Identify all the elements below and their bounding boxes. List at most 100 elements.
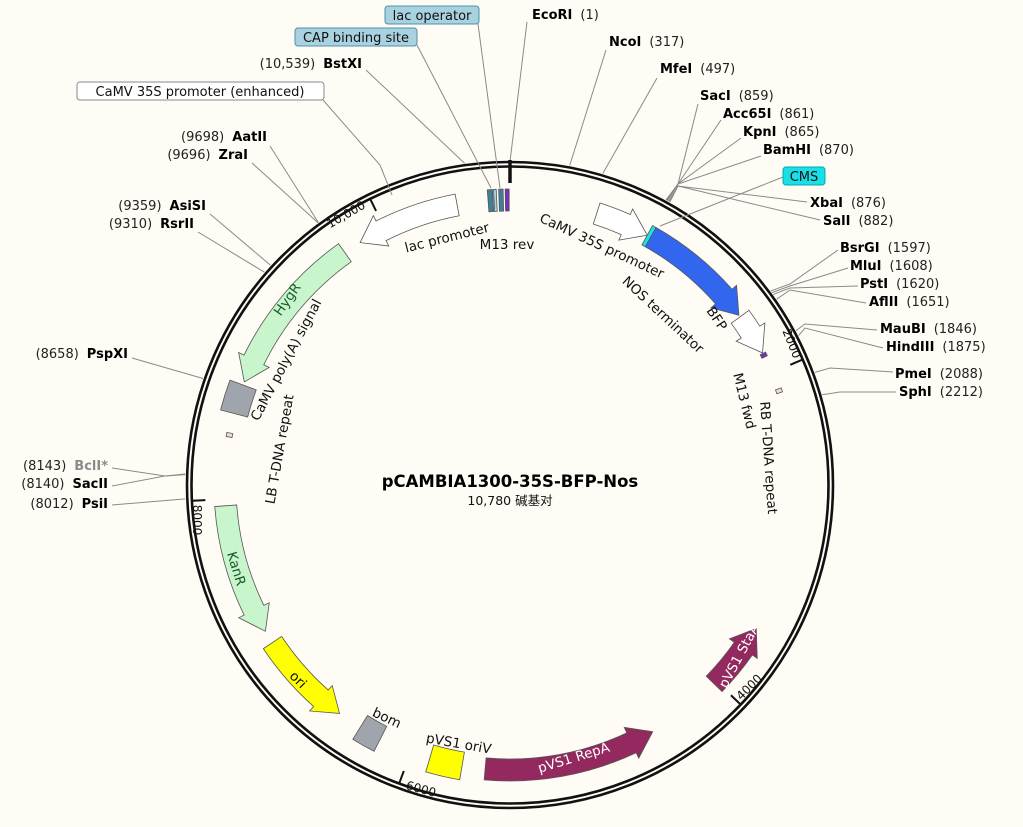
enzyme-name: BamHI xyxy=(763,143,811,158)
leader-line-camv-35s-promoter-enhanced xyxy=(322,99,393,196)
feature-pvs1-oriv[interactable] xyxy=(425,744,465,781)
enzyme-position: (8143) xyxy=(23,459,66,474)
enzyme-name: PsiI xyxy=(82,497,108,512)
enzyme-name: BsrGI xyxy=(840,241,880,256)
enzyme-name: PstI xyxy=(860,277,888,292)
label-box-text: lac operator xyxy=(393,9,472,24)
tick-10000 xyxy=(369,198,377,212)
enzyme-ecori[interactable]: EcoRI (1) xyxy=(532,8,599,23)
feature-lac-promoter[interactable] xyxy=(486,189,495,213)
enzyme-bcli[interactable]: (8143)BclI* xyxy=(23,459,108,474)
enzyme-name: MfeI xyxy=(660,62,692,77)
enzyme-bstxi[interactable]: (10,539)BstXI xyxy=(260,57,362,72)
plasmid-length: 10,780 碱基对 xyxy=(467,493,552,508)
feature-pvs1-staa[interactable] xyxy=(705,627,758,693)
feature-kanr[interactable] xyxy=(214,504,270,632)
leader-line-mlui xyxy=(771,267,849,294)
enzyme-psti[interactable]: PstI(1620) xyxy=(860,277,939,292)
feature-camv-poly-a-signal[interactable] xyxy=(220,379,257,418)
enzyme-name: XbaI xyxy=(810,196,843,211)
enzyme-name: ZraI xyxy=(219,148,248,163)
enzyme-bamhi[interactable]: BamHI(870) xyxy=(763,143,854,158)
enzyme-name: PmeI xyxy=(895,367,932,382)
enzyme-sphi[interactable]: SphI(2212) xyxy=(899,385,983,400)
feature-camv-35s-promoter[interactable] xyxy=(592,202,648,241)
enzyme-name: AflII xyxy=(869,295,898,310)
enzyme-position: (1846) xyxy=(934,322,977,337)
label-box-cap-binding-site[interactable]: CAP binding site xyxy=(294,27,418,47)
feature-m13-rev[interactable] xyxy=(504,188,510,212)
enzyme-position: (9310) xyxy=(109,217,152,232)
enzyme-psii[interactable]: (8012) PsiI xyxy=(30,497,108,512)
feature-lac-operator[interactable] xyxy=(498,188,505,212)
leader-line-rsrii xyxy=(197,231,265,273)
leader-line-lac-operator xyxy=(477,23,501,189)
enzyme-sacii[interactable]: (8140)SacII xyxy=(21,477,108,492)
label-box-camv-35s-enhanced[interactable]: CaMV 35S promoter (enhanced) xyxy=(76,81,325,101)
label-box-text: CaMV 35S promoter (enhanced) xyxy=(96,85,305,100)
enzyme-aatii[interactable]: (9698)AatII xyxy=(181,130,267,145)
backbone-ring xyxy=(185,160,835,810)
enzyme-position: (1597) xyxy=(888,241,931,256)
enzyme-aflii[interactable]: AflII(1651) xyxy=(869,295,950,310)
enzyme-asisi[interactable]: (9359)AsiSI xyxy=(118,199,206,214)
enzyme-position: (882) xyxy=(858,214,893,229)
feature-hygr[interactable] xyxy=(238,243,352,383)
enzyme-bsrgi[interactable]: BsrGI (1597) xyxy=(840,241,931,256)
enzyme-position: (9696) xyxy=(167,148,210,163)
enzyme-hindiii[interactable]: HindIII(1875) xyxy=(886,340,986,355)
enzyme-mfei[interactable]: MfeI(497) xyxy=(660,62,735,77)
label-box-text: CAP binding site xyxy=(303,31,409,46)
feature-bfp[interactable] xyxy=(644,227,740,316)
tick-label-2000: 2000 xyxy=(779,327,803,361)
enzyme-name: Acc65I xyxy=(723,107,771,122)
enzyme-name: EcoRI xyxy=(532,8,572,23)
leader-line-asisi xyxy=(209,213,271,266)
enzyme-name: AsiSI xyxy=(170,199,206,214)
feature-pvs1-repa[interactable] xyxy=(483,726,654,782)
feature-m13-fwd[interactable] xyxy=(759,351,768,359)
label-box-lac-operator[interactable]: lac operator xyxy=(384,5,480,25)
enzyme-saci[interactable]: SacI(859) xyxy=(700,89,774,104)
enzyme-kpni[interactable]: KpnI(865) xyxy=(743,125,819,140)
feature-rb-t-dna-repeat[interactable] xyxy=(774,387,784,395)
enzyme-rsrii[interactable]: (9310)RsrII xyxy=(109,217,194,232)
leader-line-hindiii xyxy=(798,327,884,349)
leader-line-saci xyxy=(665,103,699,201)
feature-label-m13-fwd[interactable]: M13 fwd xyxy=(729,371,758,430)
leader-line-aatii xyxy=(269,145,319,223)
enzyme-pspxi[interactable]: (8658)PspXI xyxy=(36,347,128,362)
enzyme-ncoi[interactable]: NcoI(317) xyxy=(609,35,684,50)
tick-8000 xyxy=(192,499,206,502)
feature-lb-t-dna-repeat[interactable] xyxy=(225,431,234,439)
leader-line-bcli xyxy=(111,467,186,477)
enzyme-position: (861) xyxy=(779,107,814,122)
leader-line-bsrgi xyxy=(770,249,839,292)
label-box-cms[interactable]: CMS xyxy=(782,166,826,186)
enzyme-position: (8012) xyxy=(30,497,73,512)
feature-label-rb-t-dna-repeat[interactable]: RB T-DNA repeat xyxy=(756,401,780,515)
leader-line-sali xyxy=(669,185,821,221)
feature-ori[interactable] xyxy=(262,635,341,714)
feature-nos-terminator[interactable] xyxy=(730,309,766,354)
label-box-text: CMS xyxy=(790,170,819,185)
enzyme-pmei[interactable]: PmeI(2088) xyxy=(895,367,983,382)
enzyme-position: (1) xyxy=(580,8,598,23)
tick-6000 xyxy=(398,770,405,784)
feature-bom[interactable] xyxy=(352,714,388,752)
feature-camv-35s-promoter-enhanced[interactable] xyxy=(359,193,460,247)
feature-label-nos-terminator[interactable]: NOS terminator xyxy=(619,273,707,357)
enzyme-acc65i[interactable]: Acc65I (861) xyxy=(723,107,814,122)
enzyme-maubi[interactable]: MauBI(1846) xyxy=(880,322,977,337)
feature-label-m13-rev[interactable]: M13 rev xyxy=(480,237,535,253)
enzyme-zrai[interactable]: (9696) ZraI xyxy=(167,148,248,163)
enzyme-sali[interactable]: SalI(882) xyxy=(823,214,893,229)
feature-cap-binding-site[interactable] xyxy=(493,188,498,212)
enzyme-xbai[interactable]: XbaI(876) xyxy=(810,196,886,211)
leader-line-cap-binding-site xyxy=(416,44,492,189)
enzyme-position: (10,539) xyxy=(260,57,316,72)
enzyme-name: SacII xyxy=(72,477,108,492)
enzyme-name: PspXI xyxy=(87,347,128,362)
enzyme-mlui[interactable]: MluI(1608) xyxy=(850,259,933,274)
leader-line-sacii xyxy=(111,474,186,487)
